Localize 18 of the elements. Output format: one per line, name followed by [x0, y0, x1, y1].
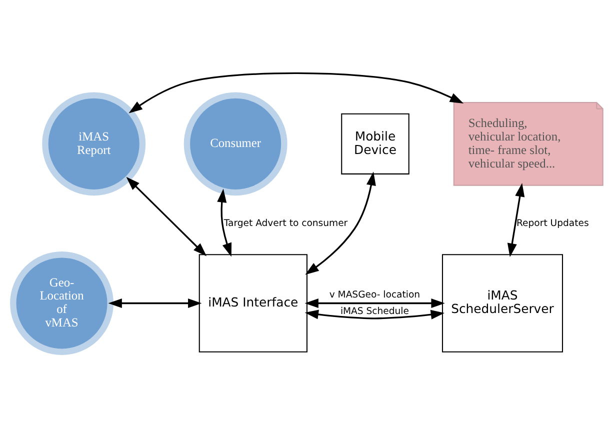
edge-label: iMAS Schedule — [340, 306, 409, 317]
node-box: iMAS Interface — [198, 254, 308, 352]
edge-label: Target Advert to consumer — [224, 218, 348, 229]
node-circle: Consumer — [184, 92, 288, 196]
arrow — [304, 298, 445, 308]
arrow — [217, 188, 232, 257]
node-circle: iMAS Report — [42, 92, 146, 196]
arrow — [128, 72, 464, 114]
edge-label: v MASGeo- location — [329, 289, 420, 300]
edge-label: Report Updates — [516, 218, 589, 229]
arrow — [507, 182, 525, 258]
arrow — [305, 172, 376, 275]
node-box: iMAS SchedulerServer — [442, 254, 564, 352]
arrow — [126, 176, 207, 256]
node-box: Mobile Device — [341, 113, 410, 174]
node-circle: Geo- Location of vMAS — [10, 252, 114, 355]
arrow — [304, 310, 444, 320]
arrow — [108, 298, 202, 308]
